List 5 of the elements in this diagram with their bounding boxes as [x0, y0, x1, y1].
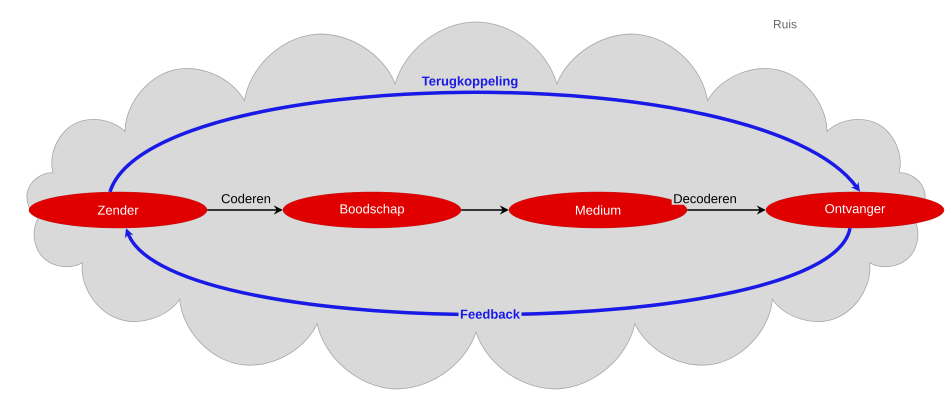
edge-label: Feedback	[458, 308, 522, 320]
cloud-label: Ruis	[774, 20, 797, 28]
edge-label: Terugkoppeling	[420, 74, 520, 90]
edge-label: Coderen	[220, 192, 272, 205]
edge-label: Decoderen	[672, 192, 738, 205]
